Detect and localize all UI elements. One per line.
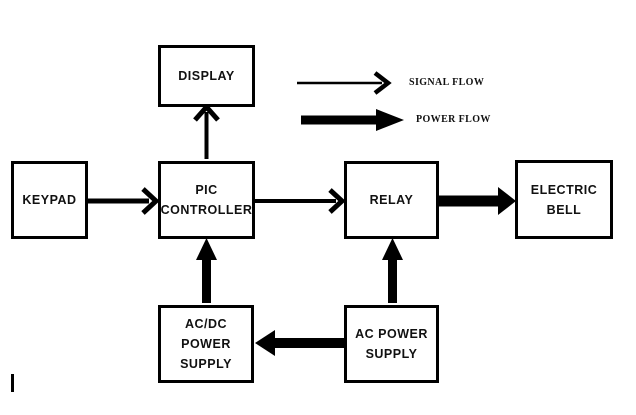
block-pic-controller-label-line1: PIC [195, 183, 218, 197]
text-cursor [11, 374, 14, 392]
block-pic-controller: PIC CONTROLLER [158, 161, 255, 239]
power-arrow-acps-to-acdc [255, 330, 344, 356]
signal-arrow-pic-to-relay [255, 188, 346, 214]
legend-signal-arrow-icon [297, 71, 392, 95]
block-display-label: DISPLAY [178, 69, 235, 83]
block-keypad-label: KEYPAD [22, 193, 77, 207]
block-pic-controller-label-line2: CONTROLLER [160, 203, 253, 217]
block-relay-label: RELAY [369, 193, 414, 207]
block-ac-power-supply-label-line2: SUPPLY [365, 347, 418, 361]
block-electric-bell: ELECTRIC BELL [515, 160, 613, 239]
block-electric-bell-label-line1: ELECTRIC [530, 182, 598, 197]
power-arrow-acps-to-relay [382, 238, 403, 303]
block-relay: RELAY [344, 161, 439, 239]
power-arrow-acdc-to-pic [196, 238, 217, 303]
legend-power-arrow-icon [301, 109, 404, 131]
signal-arrow-pic-to-display [193, 103, 220, 159]
signal-arrow-keypad-to-pic [88, 187, 160, 215]
block-keypad: KEYPAD [11, 161, 88, 239]
block-acdc-power-supply: AC/DC POWER SUPPLY [158, 305, 254, 383]
block-display: DISPLAY [158, 45, 255, 107]
block-acdc-power-supply-label-line3: SUPPLY [180, 357, 232, 371]
block-ac-power-supply-label-line1: AC POWER [355, 327, 428, 341]
block-acdc-power-supply-label-line1: AC/DC [184, 317, 228, 331]
legend-signal-flow-label: SIGNAL FLOW [409, 77, 485, 88]
power-arrow-relay-to-bell [439, 187, 516, 215]
block-ac-power-supply: AC POWER SUPPLY [344, 305, 439, 383]
legend-power-flow-label: POWER FLOW [416, 114, 491, 125]
block-electric-bell-label-line2: BELL [546, 202, 582, 217]
block-acdc-power-supply-label-line2: POWER [181, 337, 231, 351]
